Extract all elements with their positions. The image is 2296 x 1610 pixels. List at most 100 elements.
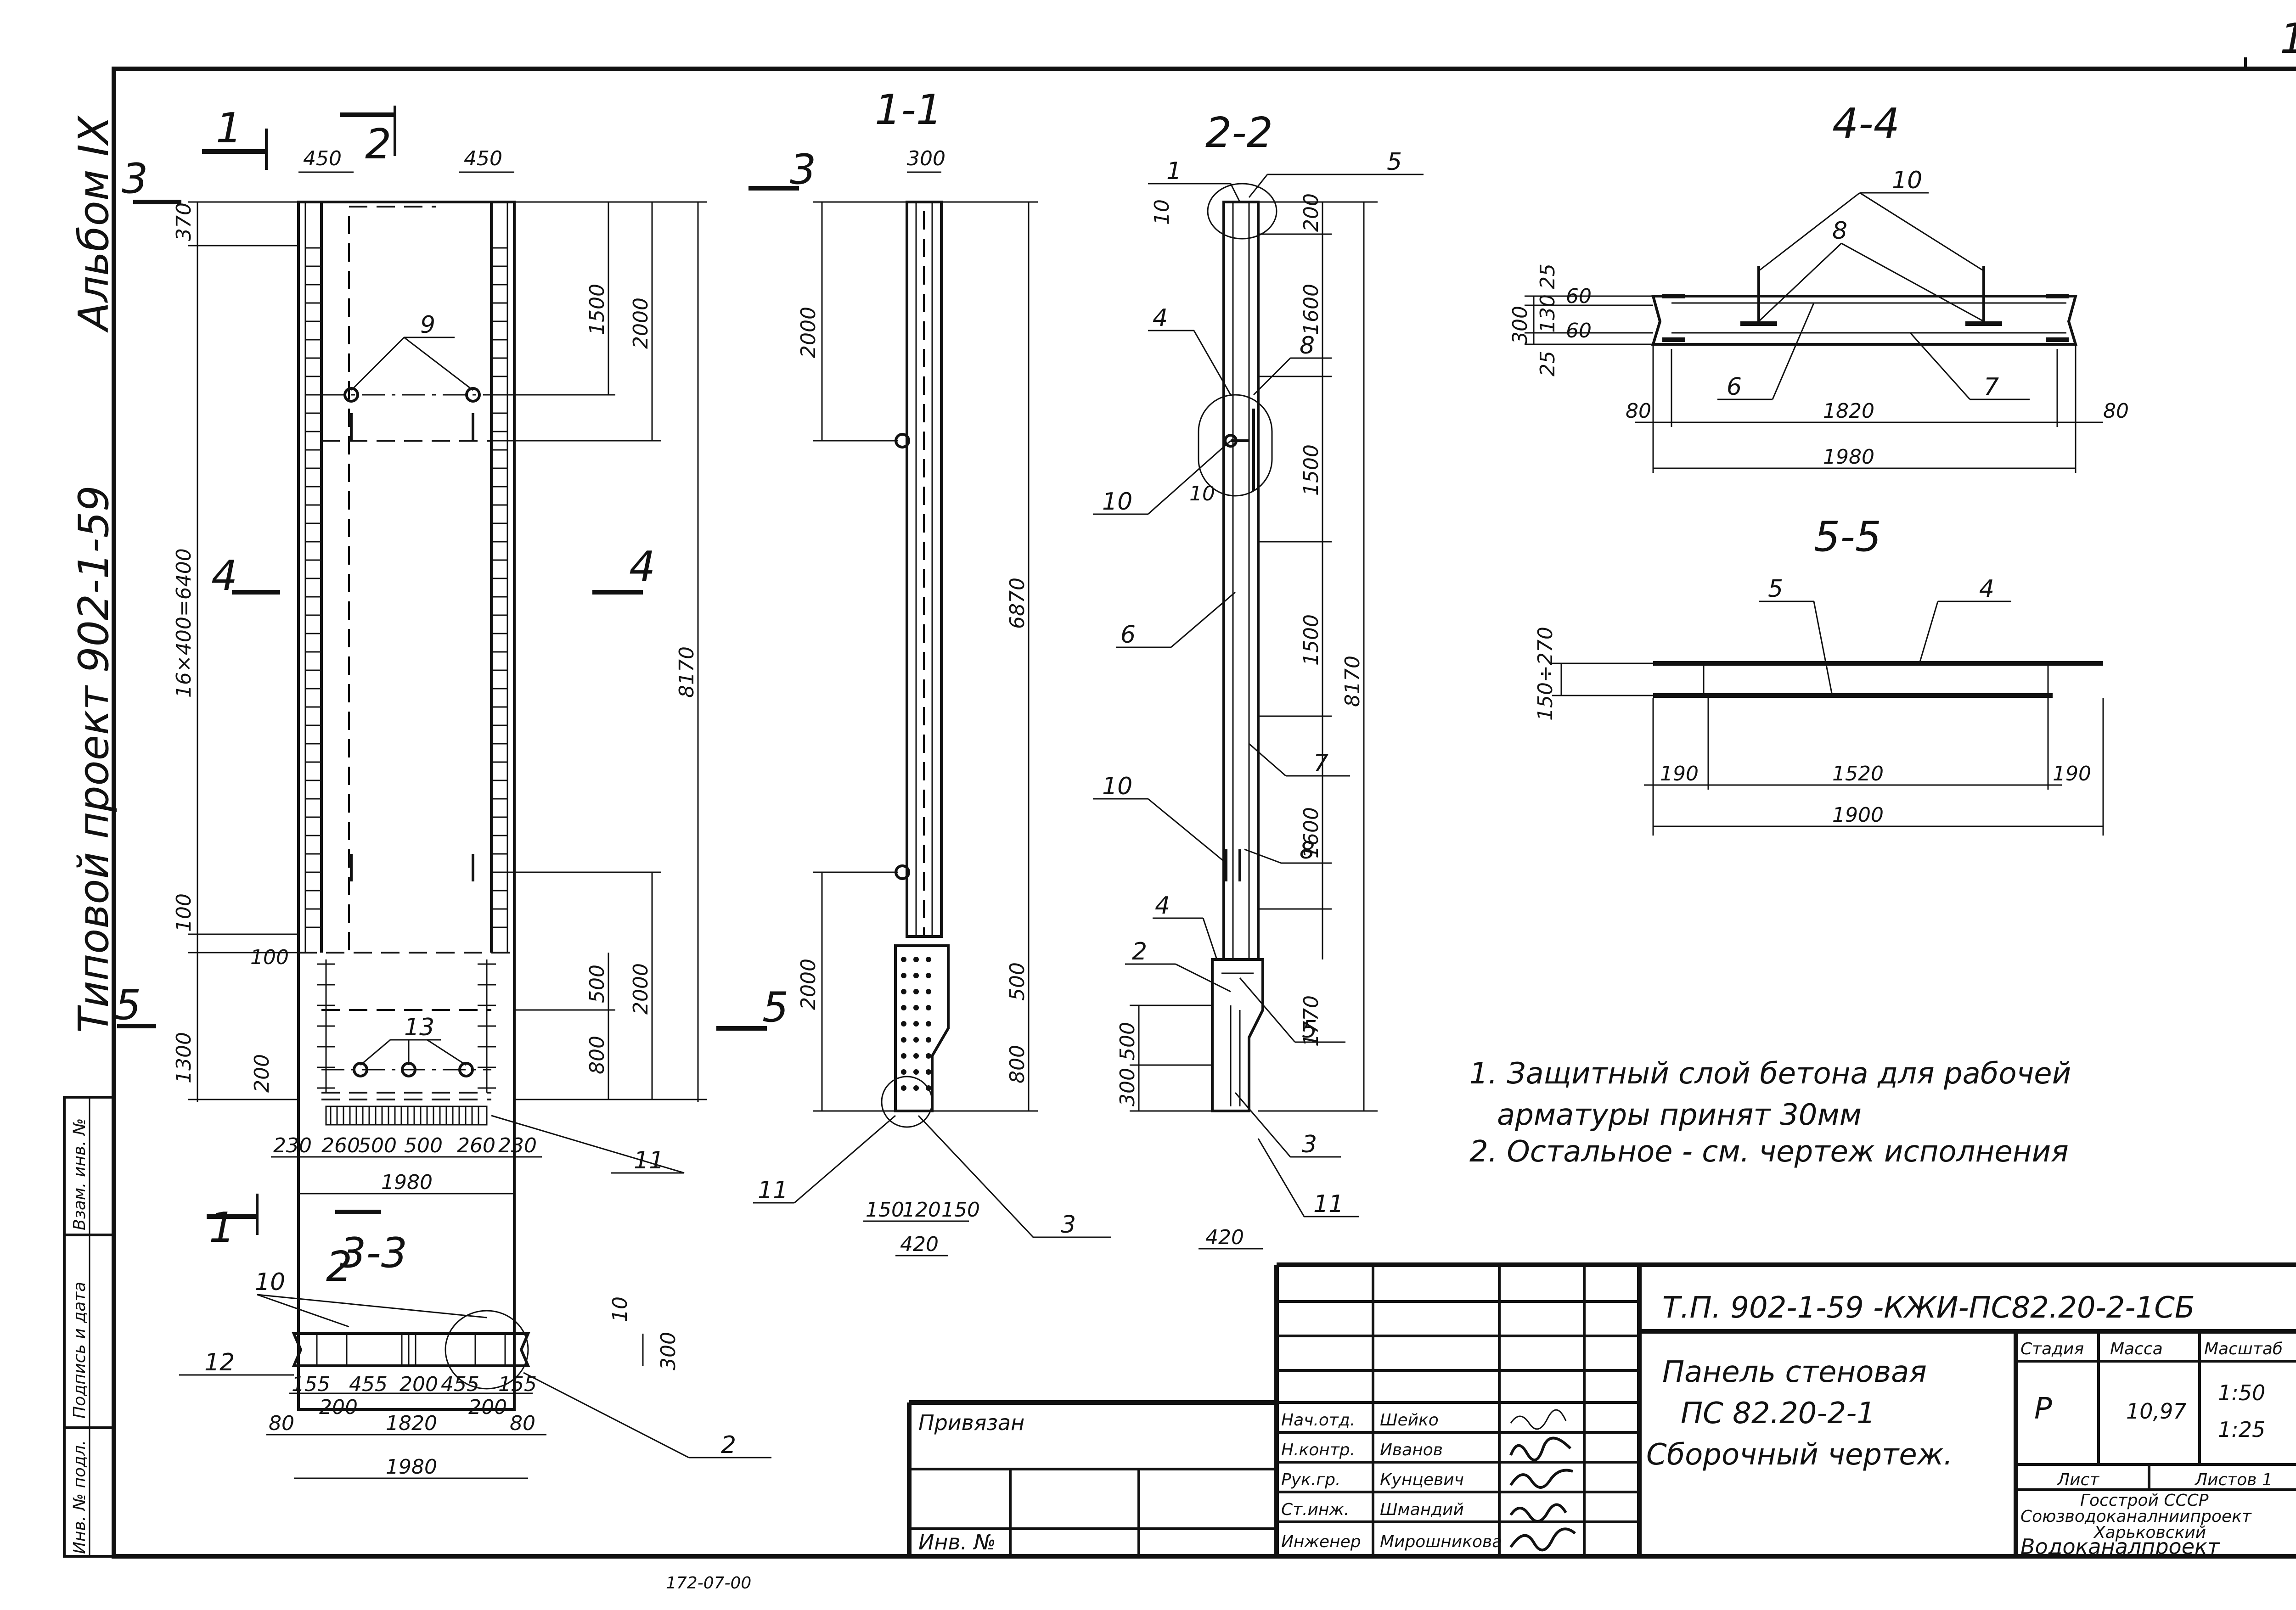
sec11-mark-5: 5 — [762, 983, 788, 1032]
side-margin: Альбом IX Типовой проект 902-1-59 Взам. … — [63, 115, 118, 1558]
sec22-callout-10-bottom: 10 — [1102, 773, 1132, 800]
sec33-dim-155a: 155 — [292, 1373, 330, 1396]
elev-dim-500: 500 — [585, 965, 609, 1003]
elev-dim-b-500b: 500 — [404, 1134, 443, 1157]
sec11-dim-2000-bottom: 2000 — [797, 959, 820, 1010]
sec44-dim-130: 130 — [1536, 294, 1559, 333]
stamp-replace-inv: Взам. инв. № — [70, 1118, 89, 1230]
elev-mark-1-top: 1 — [216, 104, 242, 152]
rebar-dot — [913, 1037, 919, 1043]
sec22-callout-1: 1 — [1166, 157, 1182, 185]
right-rib-ladder — [491, 247, 507, 928]
sec22-callout-5-top: 5 — [1387, 148, 1402, 176]
sec11-title: 1-1 — [875, 86, 942, 134]
rebar-dot — [926, 973, 931, 978]
signature-3 — [1509, 1469, 1573, 1489]
sec22-callout-8-top: 8 — [1300, 332, 1315, 359]
sec22-callout-10-top: 10 — [1102, 488, 1132, 516]
sec44-dim-1980: 1980 — [1823, 445, 1874, 469]
signature-2 — [1509, 1436, 1572, 1462]
sec44-callout-7: 7 — [1984, 373, 1999, 401]
tb-name-5: Мирошникова — [1380, 1532, 1502, 1551]
rebar-dot — [913, 1005, 919, 1010]
stamp-sign-date: Подпись и дата — [70, 1282, 89, 1419]
tb-bound-label: Привязан — [918, 1410, 1024, 1435]
rebar-dot — [926, 1037, 931, 1043]
tb-org-3: Харьковский — [2093, 1523, 2206, 1542]
tb-sheet-label: Лист — [2056, 1470, 2099, 1489]
sec55-dim-1900: 1900 — [1832, 803, 1884, 827]
sec55-title: 5-5 — [1814, 513, 1881, 561]
base-hole-3 — [458, 1062, 474, 1077]
rebar-dot — [901, 973, 906, 978]
elev-dim-b-230a: 230 — [273, 1134, 312, 1157]
sec22-callout-4-top: 4 — [1153, 304, 1168, 332]
sec22-dim-1770: 1770 — [1300, 995, 1323, 1047]
rebar-dot — [926, 1005, 931, 1010]
elev-callout-11: 11 — [634, 1147, 664, 1174]
sec33-dim-10: 10 — [608, 1296, 632, 1322]
rebar-dot — [913, 989, 919, 994]
elev-dim-100a: 100 — [172, 893, 196, 932]
sec33-dim-300: 300 — [657, 1332, 680, 1370]
sec33-callout-12: 12 — [204, 1349, 235, 1376]
sec11-callout-3: 3 — [1061, 1211, 1076, 1239]
sec33-callout-2: 2 — [721, 1431, 736, 1459]
tb-name-line-1: Панель стеновая — [1662, 1355, 1927, 1389]
elev-dim-1300: 1300 — [172, 1032, 196, 1083]
sec44-callout-8: 8 — [1832, 217, 1847, 245]
tb-drawing-code: Т.П. 902-1-59 -КЖИ-ПС82.20-2-1СБ — [1662, 1291, 2195, 1325]
sec44-dim-25-top: 25 — [1536, 264, 1559, 289]
sec11-dim-300: 300 — [907, 147, 945, 170]
sec44-dim-80b: 80 — [2103, 399, 2129, 423]
panel-elevation: 1 2 3 4 4 5 1 2 450 450 370 16×400=6400 … — [115, 104, 707, 1411]
elev-dim-800: 800 — [585, 1036, 609, 1074]
sec33-dim-80a: 80 — [269, 1412, 294, 1435]
rebar-dot — [901, 989, 906, 994]
general-notes: 1. Защитный слой бетона для рабочей арма… — [1469, 1057, 2071, 1169]
sec44-dim-80a: 80 — [1626, 399, 1651, 423]
sec22-callout-3: 3 — [1302, 1131, 1317, 1158]
sec44-callout-10: 10 — [1892, 167, 1922, 194]
signature-1 — [1510, 1409, 1567, 1430]
sec11-dim-120: 120 — [902, 1198, 941, 1222]
title-block: Привязан Инв. № Нач.отд. Н.контр. Рук.гр… — [907, 1262, 2296, 1559]
sec44-dim-60b: 60 — [1566, 319, 1592, 342]
elev-mark-2-top: 2 — [365, 120, 391, 168]
sec22-dim-8170: 8170 — [1341, 656, 1364, 707]
sheet-frame: 12 172-07-00 — [112, 15, 2296, 1593]
tb-stage-label: Стадия — [2020, 1340, 2084, 1358]
tb-role-1: Нач.отд. — [1281, 1411, 1355, 1430]
elev-mark-3: 3 — [122, 155, 148, 203]
sec22-dim-200: 200 — [1300, 193, 1323, 232]
rebar-dot — [913, 1069, 919, 1075]
elev-dim-b-230b: 230 — [498, 1134, 537, 1157]
elev-dim-top-right: 450 — [464, 147, 502, 170]
note-line-2: арматуры принят 30мм — [1497, 1098, 1862, 1132]
sec55-dim-190a: 190 — [1660, 762, 1699, 785]
tb-role-4: Ст.инж. — [1281, 1500, 1349, 1519]
tb-name-2: Иванов — [1380, 1441, 1443, 1459]
sec11-dim-150a: 150 — [866, 1198, 904, 1222]
tb-scale-1: 1:50 — [2218, 1380, 2265, 1405]
sec33-dim-455a: 455 — [349, 1373, 388, 1396]
elev-callout-9: 9 — [420, 311, 435, 339]
rebar-dot — [901, 1005, 906, 1010]
tb-name-line-3: Сборочный чертеж. — [1646, 1438, 1953, 1472]
sec33-dim-455b: 455 — [441, 1373, 479, 1396]
sec22-dim-1500a: 1500 — [1300, 444, 1323, 496]
section-1-1: 1-1 3 300 2000 6870 2000 500 800 150 120… — [716, 86, 1111, 1257]
sec22-callout-11: 11 — [1313, 1190, 1344, 1218]
tb-stage: Р — [2034, 1392, 2052, 1426]
sec22-dim-1600a: 1600 — [1300, 284, 1323, 335]
sec33-dim-200a: 200 — [319, 1396, 358, 1419]
sec22-callout-2: 2 — [1132, 938, 1147, 965]
sec33-dim-80b: 80 — [510, 1412, 535, 1435]
sec33-dim-200b: 200 — [468, 1396, 507, 1419]
sec33-dim-1820: 1820 — [386, 1412, 437, 1435]
elev-dim-b-260b: 260 — [457, 1134, 495, 1157]
rebar-dot — [913, 973, 919, 978]
sec55-callout-5: 5 — [1768, 575, 1783, 603]
sec11-dim-420: 420 — [900, 1233, 939, 1256]
tb-inv-label: Инв. № — [918, 1530, 996, 1554]
